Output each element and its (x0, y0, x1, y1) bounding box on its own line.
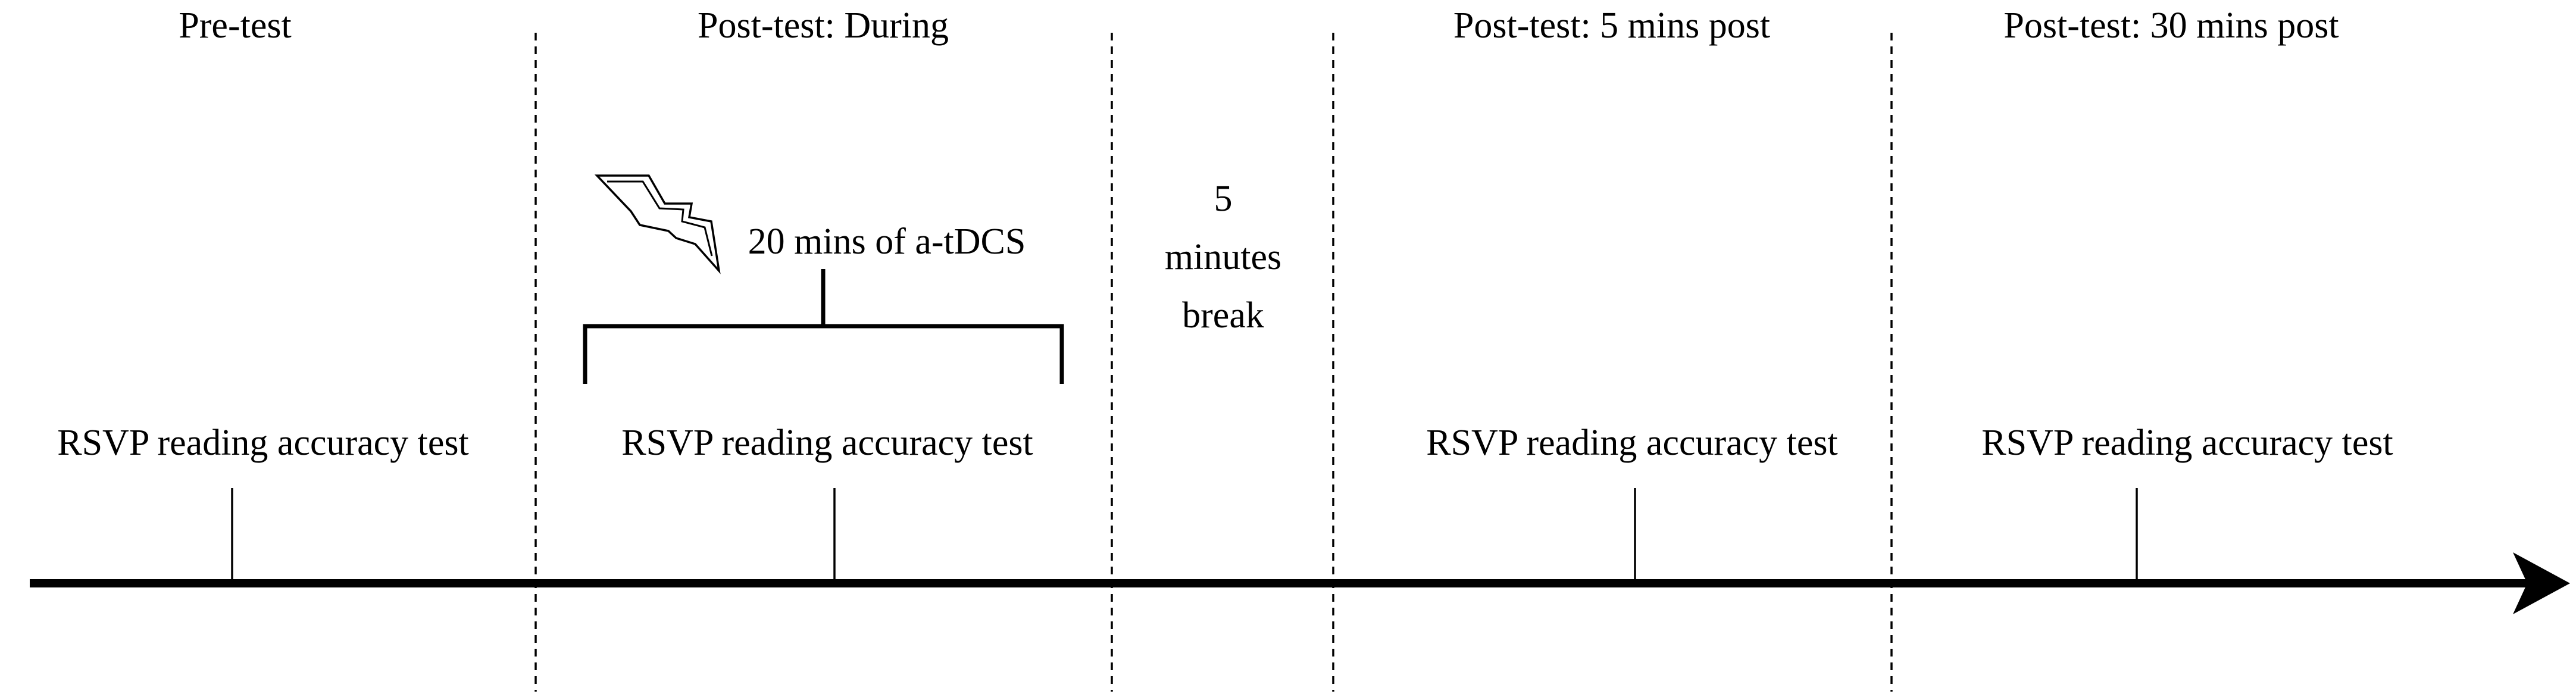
timeline-arrowhead (2513, 552, 2570, 614)
break-label-line3: break (1182, 295, 1264, 336)
test-label-pre: RSVP reading accuracy test (57, 423, 469, 463)
test-label-during: RSVP reading accuracy test (621, 423, 1033, 463)
phase-label-post5: Post-test: 5 mins post (1453, 5, 1771, 46)
test-label-post5: RSVP reading accuracy test (1426, 423, 1838, 463)
test-ticks (231, 488, 2138, 583)
lightning-bolt-icon (594, 174, 721, 274)
phase-label-pre: Pre-test (179, 5, 292, 46)
break-label-line2: minutes (1164, 237, 1282, 277)
break-label: 5 minutes break (1165, 170, 1281, 345)
stimulation-bracket (583, 269, 1064, 384)
phase-label-during: Post-test: During (698, 5, 949, 46)
phase-separators (534, 33, 1893, 692)
test-label-post30: RSVP reading accuracy test (1981, 423, 2393, 463)
lightning-bolt-inner (607, 180, 713, 257)
phase-label-post30: Post-test: 30 mins post (2003, 5, 2339, 46)
break-label-line1: 5 (1214, 179, 1233, 219)
stimulation-label: 20 mins of a-tDCS (748, 221, 1026, 262)
